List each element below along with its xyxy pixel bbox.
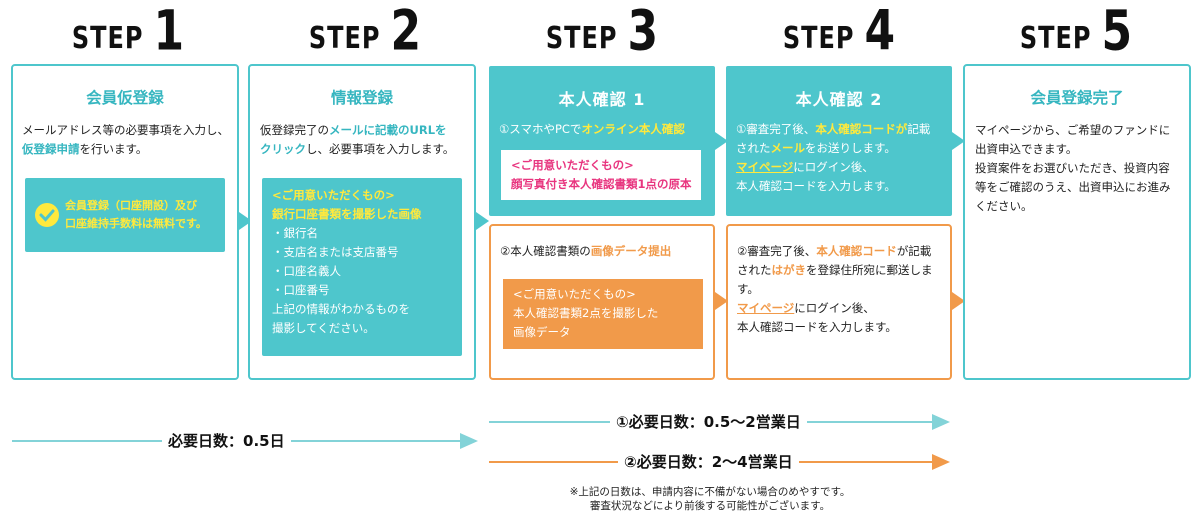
step3-verification1-card: 本人確認 1 ①スマホやPCでオンライン本人確認 <ご用意いただくもの> 顔写真… [489,66,715,216]
step4-postcard-code-text: ②審査完了後、本人確認コードが記載 されたはがきを登録住所宛に郵送しま す。 マ… [737,244,933,334]
requirement-item: ・口座名義人 [272,264,341,278]
timeline-arrowhead [932,454,950,470]
requirements-subheading: 銀行口座書類を撮影した画像 [272,207,422,221]
step3-image-submit-text: ②本人確認書類の画像データ提出 [500,244,672,258]
days-required-route1: ①必要日数：0.5〜2営業日 [610,411,807,432]
arrow-step4a-to-step5 [952,132,965,150]
step4-verification2-card: 本人確認 2 ①審査完了後、本人確認コードが記載 されたメールをお送りします。 … [726,66,952,216]
step1-card: 会員仮登録 メールアドレス等の必要事項を入力し、 仮登録申請を行います。 会員登… [11,64,239,380]
step3-image-submit-card: ②本人確認書類の画像データ提出 <ご用意いただくもの> 本人確認書類2点を撮影し… [489,224,715,380]
free-badge-line2: 口座維持手数料は無料です。 [65,217,207,230]
check-circle-icon [35,203,59,227]
step3-required-id-box: <ご用意いただくもの> 顔写真付き本人確認書類1点の原本 [501,150,701,200]
arrow-step4b-to-step5 [952,292,965,310]
requirement-item: ・銀行名 [272,226,318,240]
requirements-footer: 撮影してください。 [272,321,375,335]
arrow-step3b-to-step4b [715,292,728,310]
step4-email-code-text: ①審査完了後、本人確認コードが記載 されたメールをお送りします。 マイページにロ… [736,122,931,193]
step3-required-images-box: <ご用意いただくもの> 本人確認書類2点を撮影した 画像データ [503,279,703,349]
step3-title: 本人確認 1 [558,90,646,109]
step2-title: 情報登録 [330,89,393,107]
step2-description: 仮登録完了のメールに記載のURLを クリックし、必要事項を入力します。 [260,123,455,156]
days-required-route2: ②必要日数：2〜4営業日 [618,451,799,472]
step2-card: 情報登録 仮登録完了のメールに記載のURLを クリックし、必要事項を入力します。… [248,64,476,380]
step1-free-badge: 会員登録（口座開設）及び 口座維持手数料は無料です。 [25,178,225,252]
requirement-item: ・口座番号 [272,283,330,297]
step3-online-verify-text: ①スマホやPCでオンライン本人確認 [499,122,685,136]
days-required-step1-2: 必要日数：0.5日 [162,430,291,451]
arrow-step2-to-step3 [476,212,489,230]
arrow-step3a-to-step4a [715,132,728,150]
footnote: ※上記の日数は、申請内容に不備がない場合のめやすです。 審査状況などにより前後す… [569,486,851,512]
free-badge-line1: 会員登録（口座開設）及び [65,199,197,212]
requirement-item: ・支店名または支店番号 [272,245,399,259]
step5-title: 会員登録完了 [1030,89,1124,107]
step1-description: メールアドレス等の必要事項を入力し、 仮登録申請を行います。 [22,123,229,156]
step5-description: マイページから、ご希望のファンドに 出資申込できます。 投資案件をお選びいただき… [975,123,1171,213]
step1-title: 会員仮登録 [86,89,164,107]
requirements-heading: <ご用意いただくもの> [272,188,395,202]
step5-card: 会員登録完了 マイページから、ご希望のファンドに 出資申込できます。 投資案件を… [963,64,1191,380]
step4-postcard-card: ②審査完了後、本人確認コードが記載 されたはがきを登録住所宛に郵送しま す。 マ… [726,224,952,380]
requirements-footer: 上記の情報がわかるものを [272,302,410,316]
step4-title: 本人確認 2 [795,90,883,109]
timeline-arrowhead [932,414,950,430]
timeline-arrowhead [460,433,478,449]
step2-requirements-box: <ご用意いただくもの> 銀行口座書類を撮影した画像 ・銀行名 ・支店名または支店… [262,178,462,356]
